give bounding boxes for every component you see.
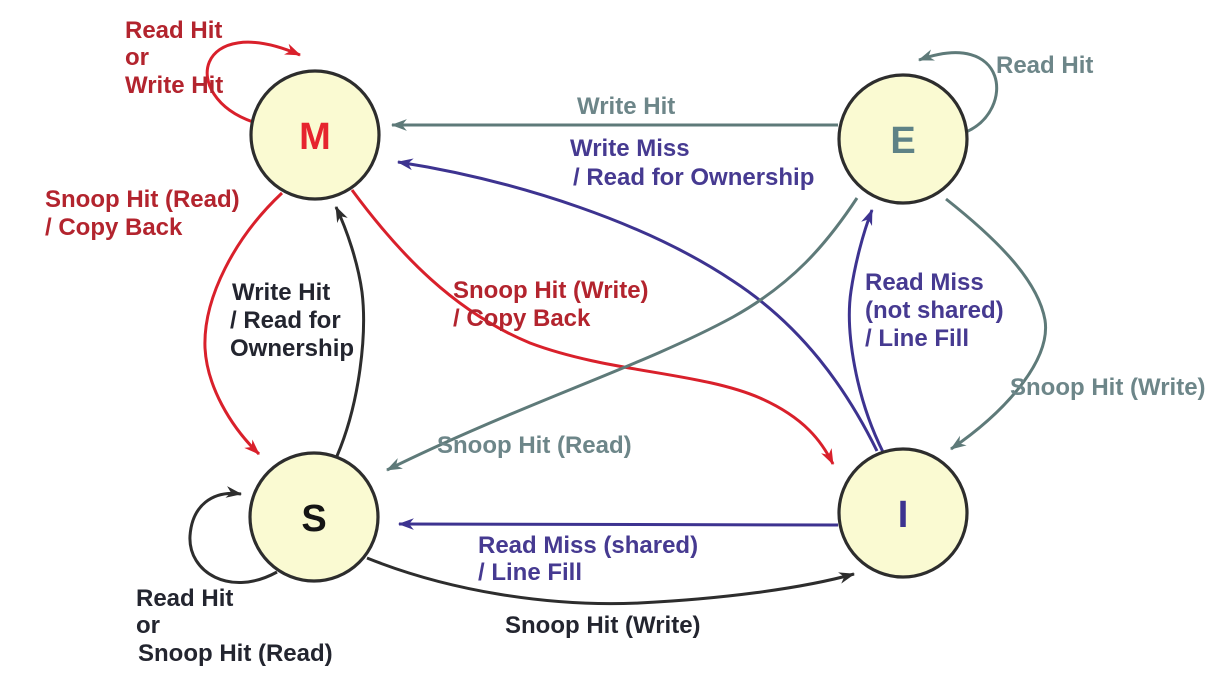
- transition-labels: Read Hit or Write Hit Read Hit Write Hit…: [45, 17, 1206, 667]
- state-label-modified: M: [299, 116, 331, 158]
- label-i-to-m-line2: / Read for Ownership: [573, 164, 814, 191]
- label-m-self-line2: or: [125, 44, 149, 71]
- label-s-to-m-line1: Write Hit: [232, 279, 330, 306]
- label-m-to-i-line2: / Copy Back: [453, 305, 591, 332]
- edge-i-to-m: [396, 158, 879, 452]
- edge-m-to-i: [350, 189, 835, 465]
- state-label-shared: S: [301, 498, 326, 540]
- label-m-to-s-line2: / Copy Back: [45, 214, 183, 241]
- label-i-to-e-line3: / Line Fill: [865, 325, 969, 352]
- edge-i-to-s: [397, 518, 839, 530]
- edge-e-to-i: [945, 197, 1048, 451]
- label-i-to-m-line1: Write Miss: [570, 135, 690, 162]
- edge-i-to-e: [847, 209, 885, 453]
- edge-e-to-s: [386, 197, 859, 472]
- label-i-to-s-line1: Read Miss (shared): [478, 532, 698, 559]
- label-s-self-line1: Read Hit: [136, 585, 233, 612]
- edge-m-self-loop: [205, 40, 301, 124]
- label-m-self-line1: Read Hit: [125, 17, 222, 44]
- edge-s-to-m: [334, 206, 366, 457]
- transition-edges: [188, 40, 1048, 606]
- state-label-invalid: I: [898, 494, 909, 536]
- edge-e-self-loop: [917, 49, 999, 134]
- label-s-to-m-line2: / Read for: [230, 307, 341, 334]
- label-s-self-line3: Snoop Hit (Read): [138, 640, 333, 667]
- state-node-shared: [248, 451, 380, 583]
- label-e-to-i: Snoop Hit (Write): [1010, 374, 1206, 401]
- label-e-self: Read Hit: [996, 52, 1093, 79]
- label-i-to-e-line1: Read Miss: [865, 269, 984, 296]
- state-node-modified: [249, 69, 381, 201]
- label-s-to-m-line3: Ownership: [230, 335, 354, 362]
- label-m-self-line3: Write Hit: [125, 72, 223, 99]
- state-label-exclusive: E: [890, 120, 915, 162]
- label-m-to-s-line1: Snoop Hit (Read): [45, 186, 240, 213]
- edge-s-self-loop: [188, 486, 278, 584]
- label-s-to-i: Snoop Hit (Write): [505, 612, 701, 639]
- edge-s-to-i: [366, 556, 856, 606]
- label-s-self-line2: or: [136, 612, 160, 639]
- state-node-invalid: [837, 447, 969, 579]
- label-m-to-i-line1: Snoop Hit (Write): [453, 277, 649, 304]
- label-i-to-e-line2: (not shared): [865, 297, 1004, 324]
- edge-m-to-s: [203, 191, 284, 456]
- label-i-to-s-line2: / Line Fill: [478, 559, 582, 586]
- label-e-to-s: Snoop Hit (Read): [437, 432, 632, 459]
- label-e-to-m: Write Hit: [577, 93, 675, 120]
- state-nodes: M E S I: [248, 69, 969, 583]
- state-node-exclusive: [837, 73, 969, 205]
